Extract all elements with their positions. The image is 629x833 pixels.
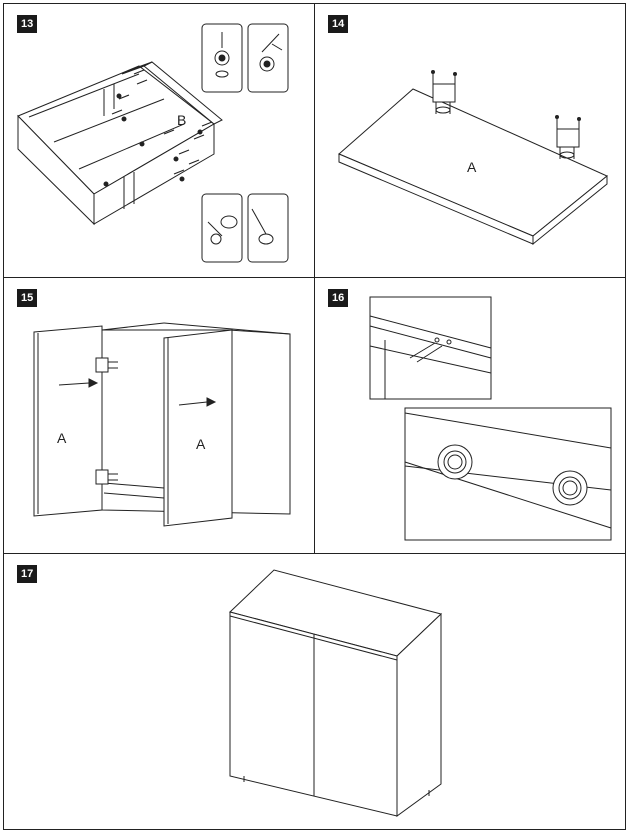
step-16-illustration [369, 296, 612, 541]
step-15-panel: 15 [3, 277, 315, 554]
step-16-panel: 16 [314, 277, 626, 554]
step-number-badge: 16 [328, 289, 349, 307]
step-number-badge: 17 [17, 565, 38, 583]
step-number-badge: 13 [17, 15, 38, 33]
step-17-panel: 17 [3, 553, 626, 830]
step-17-illustration [229, 569, 442, 817]
step-15-illustration [33, 322, 291, 527]
step-number-badge: 14 [328, 15, 349, 33]
step-13-illustration [17, 23, 289, 263]
panel-label-b: B [177, 112, 187, 128]
door-label-a-right: A [196, 436, 206, 452]
step-13-panel: 13 [3, 3, 315, 278]
step-14-panel: 14 A [314, 3, 626, 278]
step-14-illustration [338, 70, 608, 246]
step-number-badge: 15 [17, 289, 38, 307]
door-label-a-left: A [57, 430, 67, 446]
panel-label-a: A [467, 159, 477, 175]
